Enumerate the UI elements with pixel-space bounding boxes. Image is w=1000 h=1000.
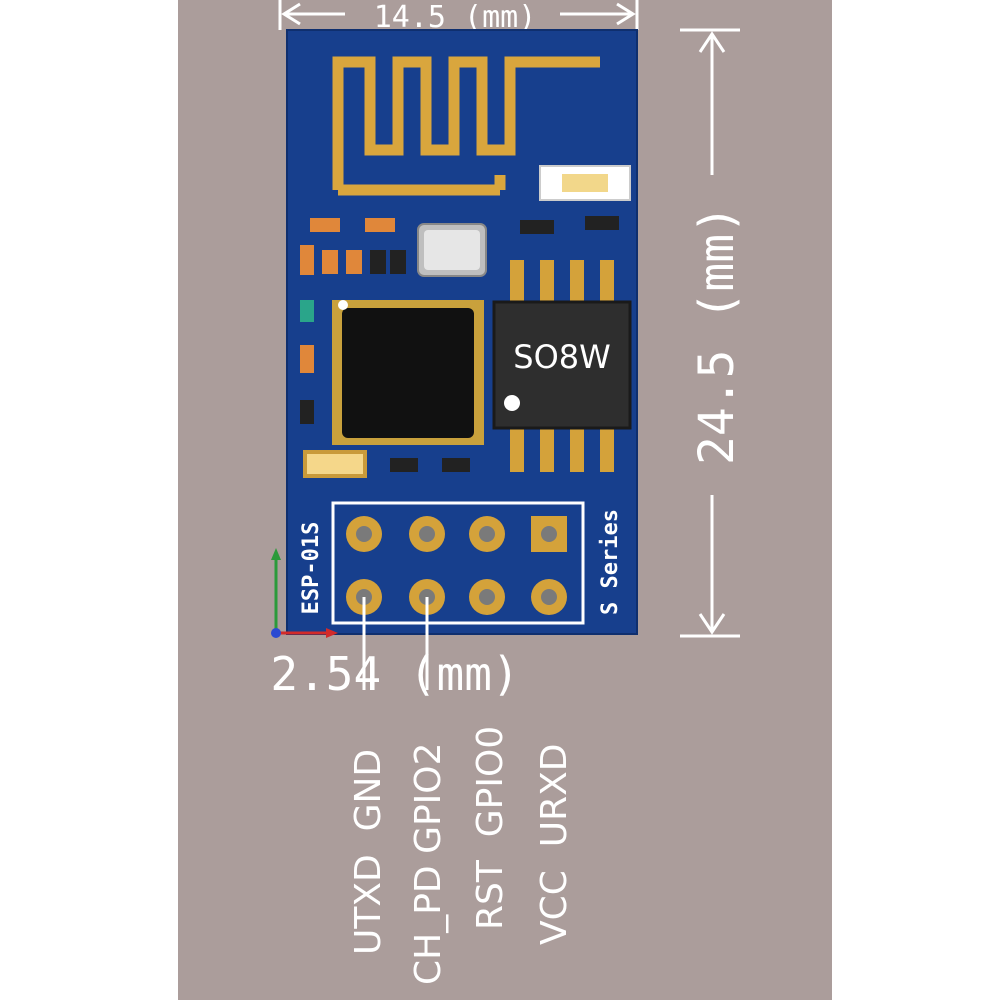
axis-gizmo [271, 548, 338, 638]
pin-label-col1: UTXD GND [348, 749, 389, 955]
pin-label-col4: VCC URXD [534, 743, 575, 945]
antenna-trace [332, 56, 600, 196]
smd-resistors [300, 216, 619, 478]
pitch-leaders [362, 597, 429, 690]
pin-label-col3: RST GPIO0 [470, 726, 511, 930]
header-outline [331, 501, 585, 625]
silk-series: S Series [598, 509, 623, 615]
header-pins [346, 516, 567, 615]
silk-model: ESP-01S [299, 522, 324, 615]
pitch-label: 2.54 (mm) [270, 647, 519, 701]
pcb-board: SO8W [286, 29, 638, 635]
height-label: 24.5 (mm) [689, 205, 745, 465]
flash-chip [492, 260, 632, 472]
width-dimension [278, 0, 639, 30]
led [539, 165, 631, 201]
crystal [417, 223, 487, 277]
height-dimension [680, 28, 740, 638]
esp8266-chip [332, 300, 484, 445]
chip-label: SO8W [513, 338, 611, 376]
pin-label-col2: CH_PD GPIO2 [408, 742, 449, 985]
